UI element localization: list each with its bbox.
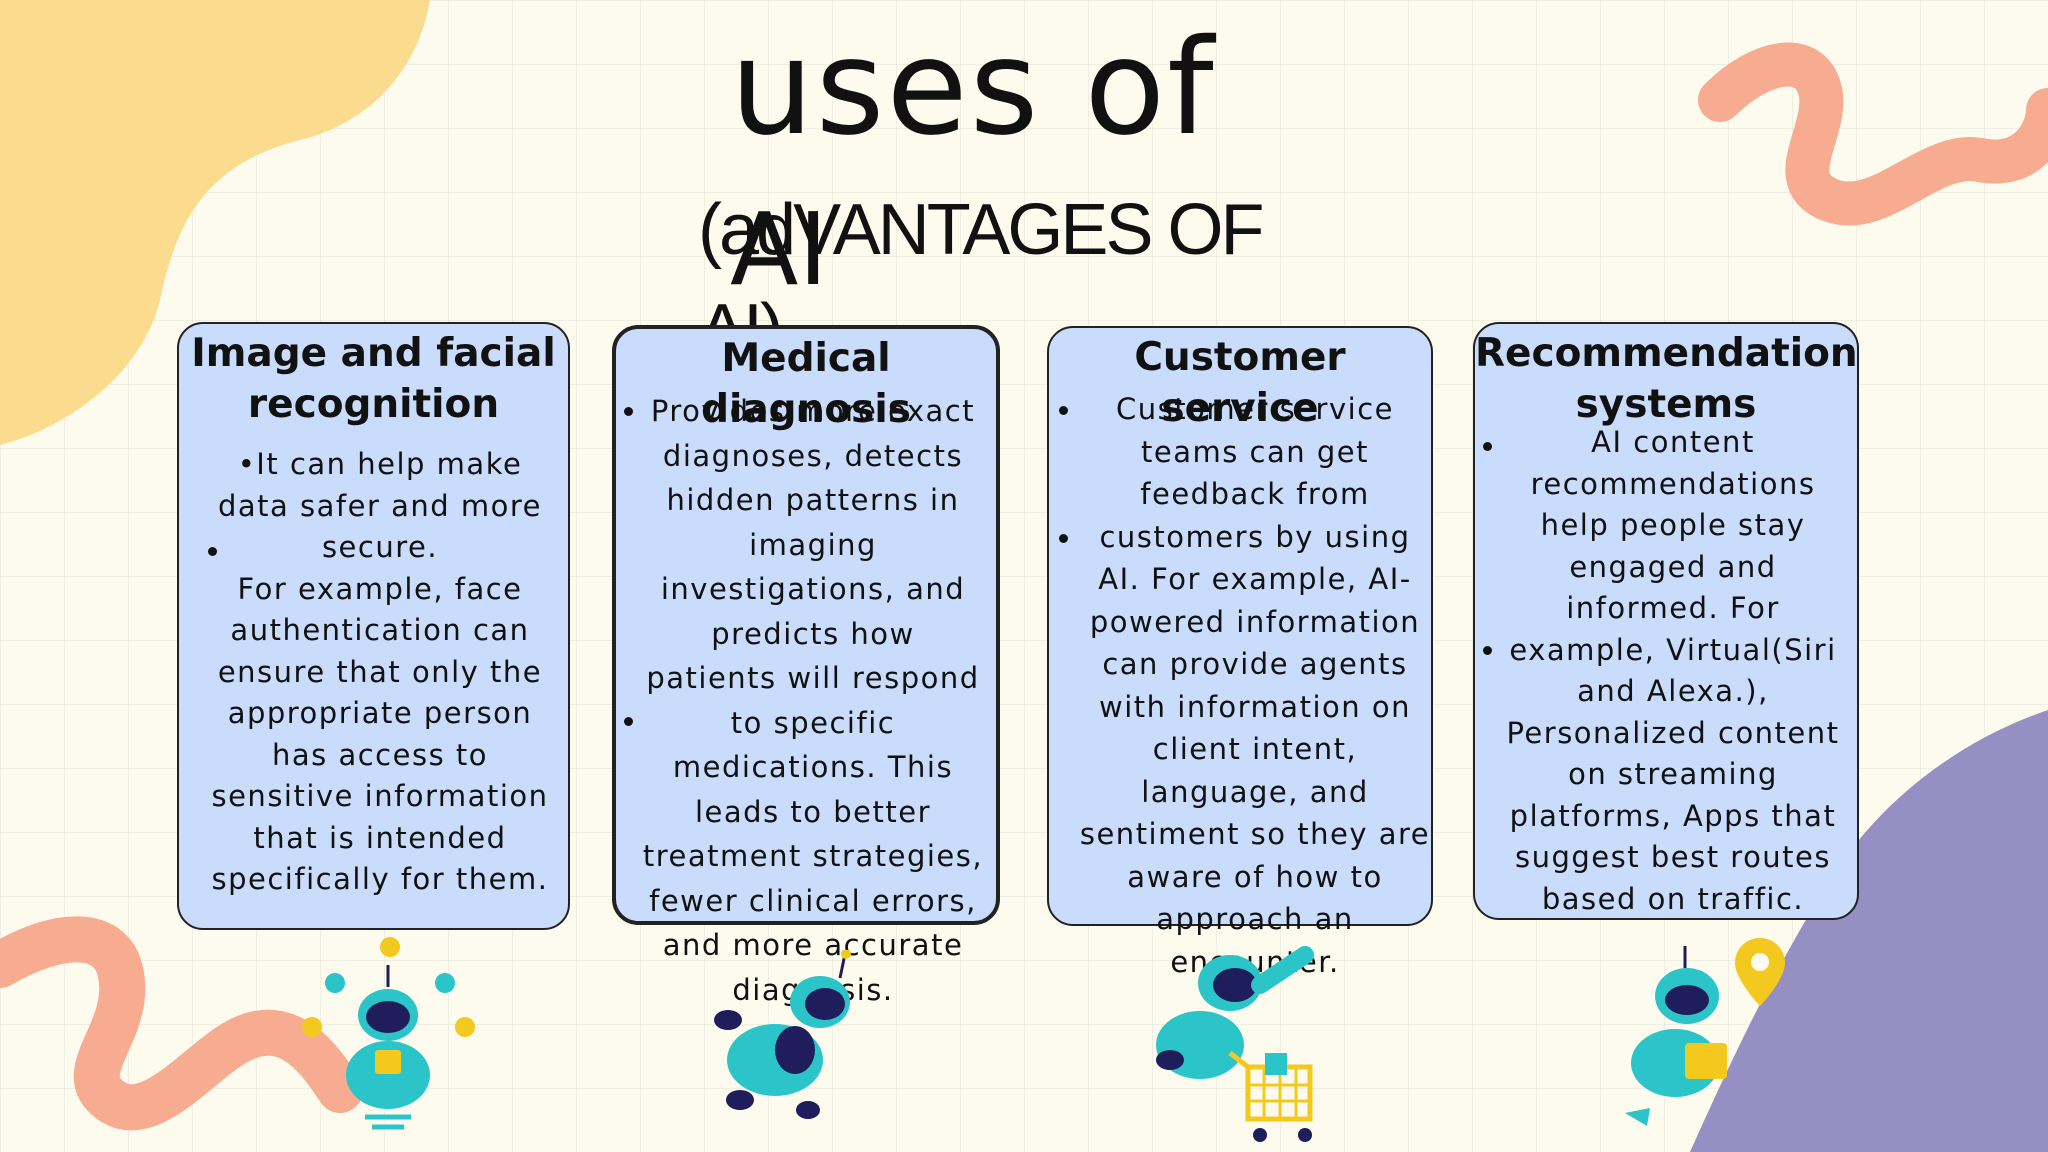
card-body: AI content recommendations help people s…	[1506, 425, 1840, 916]
card-body: Provides more exact diagnoses, detects h…	[642, 394, 984, 1007]
yellow-blob	[0, 0, 430, 445]
card-body: Customer service teams can get feedback …	[1079, 392, 1431, 979]
card-image-facial-recognition: Image and facial recognition •It can hel…	[177, 322, 570, 930]
bullet-icon	[624, 407, 633, 416]
card-recommendation-systems: Recommendation systems AI content recomm…	[1473, 322, 1859, 920]
robot-medical-illustration	[714, 950, 851, 1119]
card-body: •It can help make data safer and more se…	[211, 447, 549, 896]
card-title: Medical diagnosis	[701, 336, 911, 432]
card-title: Recommendation systems	[1475, 331, 1858, 427]
robot-navigation-illustration	[1625, 938, 1785, 1126]
bullet-icon	[1483, 646, 1492, 655]
bullet-icon	[1483, 442, 1492, 451]
purple-blob	[1690, 710, 2048, 1152]
bullet-icon	[624, 717, 633, 726]
bullet-icon	[1059, 534, 1068, 543]
robot-security-illustration	[302, 937, 475, 1130]
card-customer-service: Customer service Customer service teams …	[1047, 326, 1433, 979]
bullet-icon	[1059, 406, 1068, 415]
card-title: Image and facial recognition	[191, 331, 556, 427]
robot-shopping-cart-illustration	[1156, 946, 1314, 1142]
page-title: uses of	[730, 11, 1216, 165]
salmon-squiggle-bottom-left	[0, 916, 363, 1131]
card-medical-diagnosis: Medical diagnosis Provides more exact di…	[612, 325, 1000, 1007]
bullet-icon	[208, 547, 217, 556]
card-title: Customer service	[1134, 335, 1346, 431]
page-title-ai: AI	[730, 191, 828, 308]
salmon-squiggle-top-right	[1698, 42, 2048, 226]
